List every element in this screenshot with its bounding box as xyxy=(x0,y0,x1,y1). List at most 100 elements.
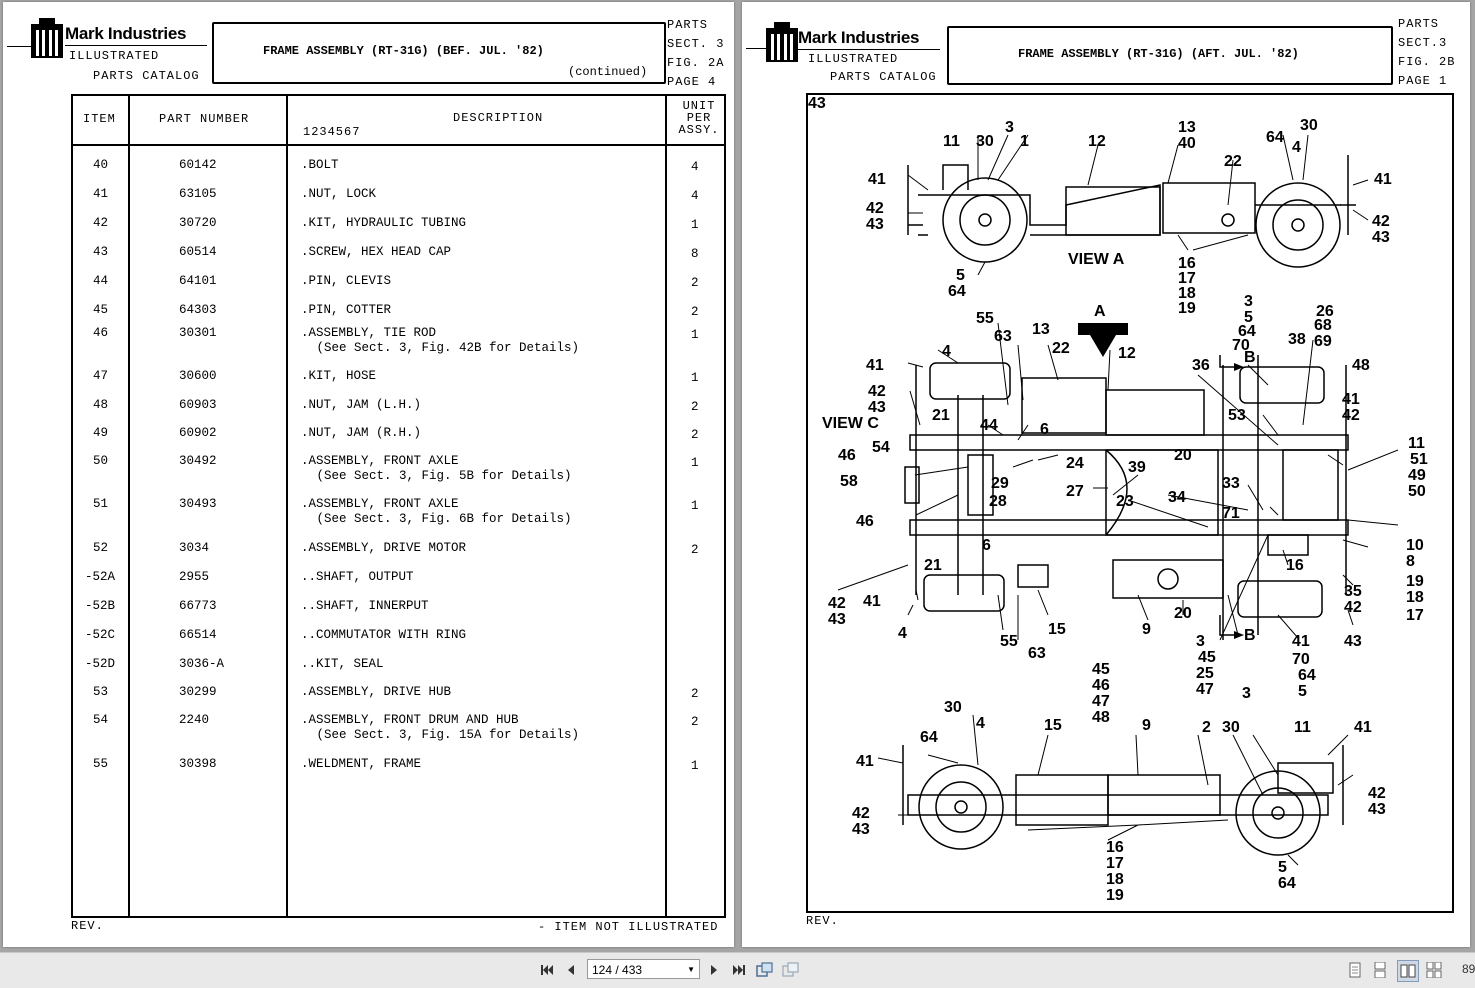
last-page-icon[interactable] xyxy=(730,961,748,979)
callout-number: 54 xyxy=(872,439,890,456)
rev-label: REV. xyxy=(71,919,104,933)
callout-number: 41 xyxy=(863,593,881,610)
brand-line-illustrated: ILLUSTRATED xyxy=(69,49,160,63)
callout-number: 30 xyxy=(944,699,962,716)
right-page: Mark Industries ILLUSTRATED PARTS CATALO… xyxy=(742,2,1470,947)
col-divider xyxy=(286,96,288,916)
callout-number: 30 xyxy=(1300,117,1318,134)
row-description: .ASSEMBLY, TIE ROD xyxy=(301,326,437,340)
callout-number: 5 xyxy=(1278,859,1287,876)
callout-number: 29 xyxy=(991,475,1009,492)
callout-number: 1 xyxy=(1020,133,1029,150)
row-item-number: 49 xyxy=(93,426,109,440)
callout-number: 15 xyxy=(1048,621,1066,638)
row-quantity: 1 xyxy=(691,371,699,385)
bottom-side-view xyxy=(902,745,1344,856)
callout-number: 64 xyxy=(1298,667,1316,684)
row-description-detail: (See Sect. 3, Fig. 42B for Details) xyxy=(309,341,580,355)
sect-line: FIG. 2B xyxy=(1398,55,1456,69)
callout-number: 18 xyxy=(1106,871,1124,888)
header-unit-line: UNIT xyxy=(682,99,716,113)
callout-number: 30 xyxy=(976,133,994,150)
frame-assembly-diagram xyxy=(837,134,1399,866)
row-part-number: 30299 xyxy=(179,685,217,699)
row-part-number: 66514 xyxy=(179,628,217,642)
row-quantity: 1 xyxy=(691,759,699,773)
row-description-detail: (See Sect. 3, Fig. 15A for Details) xyxy=(309,728,580,742)
prev-page-icon[interactable] xyxy=(562,961,580,979)
row-item-number: -52D xyxy=(85,657,116,671)
single-page-icon[interactable] xyxy=(1346,961,1364,979)
callout-number: 17 xyxy=(1406,607,1424,624)
callout-number: 6 xyxy=(1040,421,1049,438)
callout-number: 11 xyxy=(1408,435,1425,452)
row-description: .SCREW, HEX HEAD CAP xyxy=(301,245,452,259)
callout-number: 42 xyxy=(828,595,846,612)
row-description: .NUT, JAM (R.H.) xyxy=(301,426,422,440)
brand-line-catalog: PARTS CATALOG xyxy=(830,70,937,84)
row-quantity: 1 xyxy=(691,456,699,470)
row-part-number: 60514 xyxy=(179,245,217,259)
row-part-number: 30600 xyxy=(179,369,217,383)
row-part-number: 30398 xyxy=(179,757,217,771)
view-a-arrow-label: A xyxy=(1094,303,1106,320)
callout-number: 42 xyxy=(866,200,884,217)
callout-number: 33 xyxy=(1222,475,1240,492)
copy-icon[interactable] xyxy=(782,961,800,979)
row-item-number: 40 xyxy=(93,158,109,172)
callout-number: 4 xyxy=(1292,139,1301,156)
page-number-select[interactable]: 124 / 433 ▼ xyxy=(587,959,700,979)
row-part-number: 60142 xyxy=(179,158,217,172)
callout-number: 70 xyxy=(1292,651,1310,668)
callout-number: 41 xyxy=(1374,171,1392,188)
callout-number: 25 xyxy=(1196,665,1214,682)
callout-number: 45 xyxy=(1092,661,1110,678)
callout-number: 42 xyxy=(1344,599,1362,616)
callout-number: 9 xyxy=(1142,717,1151,734)
header-indent-scale: 1234567 xyxy=(303,125,361,139)
callout-number: 39 xyxy=(1128,459,1146,476)
callout-number: 16 xyxy=(1178,255,1196,272)
callout-number: 9 xyxy=(1142,621,1151,638)
row-item-number: 41 xyxy=(93,187,109,201)
callout-number: 16 xyxy=(1106,839,1124,856)
two-page-continuous-icon[interactable] xyxy=(1425,961,1443,979)
document-viewport[interactable]: Mark Industries ILLUSTRATED PARTS CATALO… xyxy=(0,0,1475,952)
brand-line-illustrated: ILLUSTRATED xyxy=(808,52,899,66)
callout-number: 47 xyxy=(1092,693,1110,710)
callout-number: 41 xyxy=(1342,391,1360,408)
row-part-number: 30492 xyxy=(179,454,217,468)
rotate-icon[interactable] xyxy=(756,961,774,979)
row-part-number: 63105 xyxy=(179,187,217,201)
callout-number: 4 xyxy=(898,625,907,642)
callout-number: 35 xyxy=(1344,583,1362,600)
callout-number: 21 xyxy=(924,557,942,574)
row-item-number: 51 xyxy=(93,497,109,511)
callout-number: 21 xyxy=(932,407,950,424)
company-logo-icon xyxy=(766,22,798,62)
brand-name: Mark Industries xyxy=(798,28,920,47)
callout-number: 64 xyxy=(948,283,966,300)
callout-number: 64 xyxy=(1266,129,1284,146)
continuous-icon[interactable] xyxy=(1371,961,1389,979)
sect-line: FIG. 2A xyxy=(667,56,725,70)
callout-number: 63 xyxy=(994,328,1012,345)
row-description: .ASSEMBLY, FRONT DRUM AND HUB xyxy=(301,713,519,727)
zoom-level[interactable]: 89 xyxy=(1462,962,1475,976)
callout-number: 11 xyxy=(943,133,960,150)
callout-number: 3 xyxy=(1242,685,1251,702)
section-info: PARTS SECT.3 FIG. 2B PAGE 1 xyxy=(1398,15,1455,91)
brand-underline xyxy=(65,45,207,46)
next-page-icon[interactable] xyxy=(705,961,723,979)
first-page-icon[interactable] xyxy=(538,961,556,979)
callout-number: 64 xyxy=(1278,875,1296,892)
callout-number: 10 xyxy=(1406,537,1424,554)
two-page-icon[interactable] xyxy=(1397,960,1419,982)
callout-number: 42 xyxy=(1368,785,1386,802)
section-b-bottom-label: B xyxy=(1244,627,1256,644)
callout-number: 42 xyxy=(1372,213,1390,230)
top-side-view xyxy=(907,155,1356,268)
callout-number: 22 xyxy=(1052,340,1070,357)
callout-number: 53 xyxy=(1228,407,1246,424)
row-description-detail: (See Sect. 3, Fig. 6B for Details) xyxy=(309,512,572,526)
